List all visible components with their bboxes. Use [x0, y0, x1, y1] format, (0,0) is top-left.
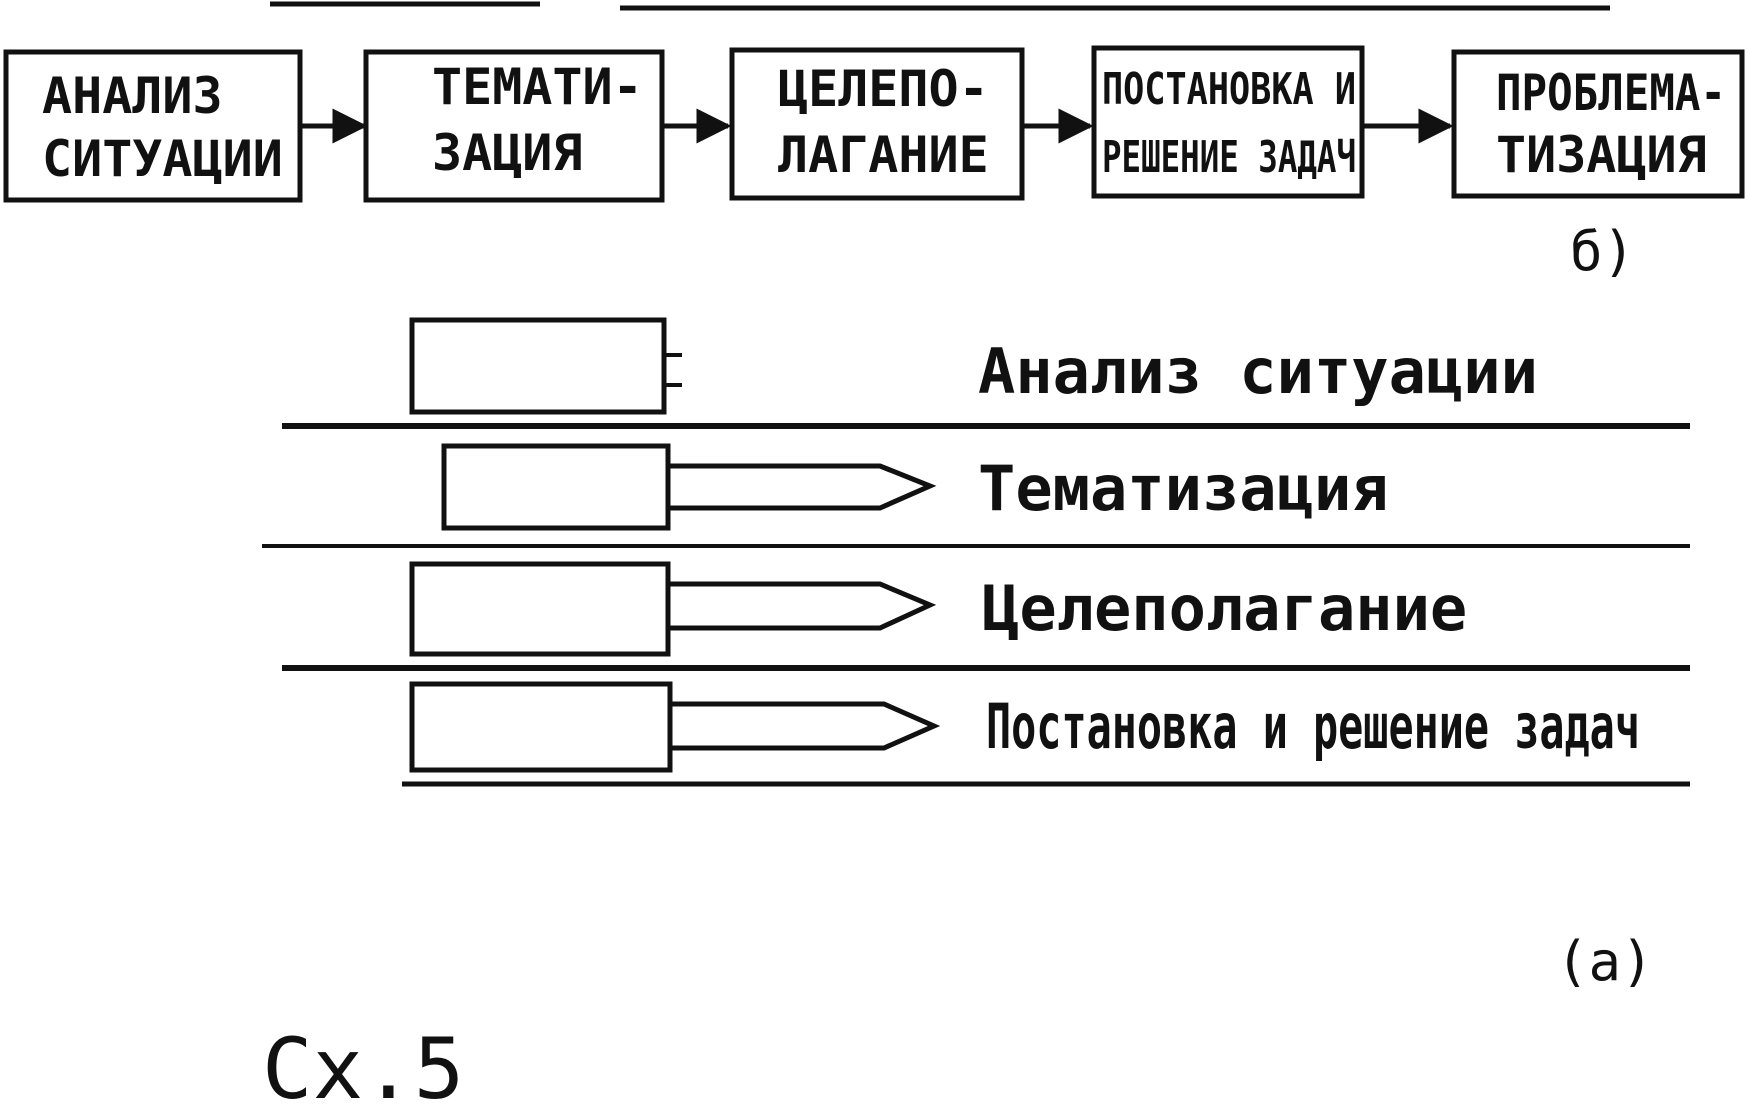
diagram-a-label: (а) — [1556, 930, 1654, 993]
flow-step-analysis: АНАЛИЗ СИТУАЦИИ — [3, 49, 303, 203]
flow-step-problematization-line2: ТИЗАЦИЯ — [1496, 126, 1707, 184]
flow-step-problem-solving: ПОСТАНОВКА И РЕШЕНИЕ ЗАДАЧ — [1091, 45, 1365, 199]
lane-goal-setting-arrow — [668, 581, 937, 631]
flow-step-thematization: ТЕМАТИ- ЗАЦИЯ — [363, 49, 665, 203]
lane-problem-solving-arrow — [670, 701, 941, 751]
flow-diagram-b: АНАЛИЗ СИТУАЦИИ ТЕМАТИ- ЗАЦИЯ ЦЕЛЕПО- ЛА… — [3, 45, 1745, 283]
top-edge-rules — [270, 1, 1610, 11]
figure-label: Сх.5 — [262, 1020, 464, 1118]
flow-step-goal-setting-line2: ЛАГАНИЕ — [778, 126, 989, 184]
lane-analysis-label: Анализ ситуации — [978, 335, 1538, 408]
flow-step-problematization-line1: ПРОБЛЕМА- — [1496, 64, 1726, 122]
lane-thematization-label: Тематизация — [978, 452, 1389, 525]
lane-analysis: Анализ ситуации — [409, 317, 1538, 415]
lane-thematization-arrow — [668, 463, 937, 511]
lane-problem-solving: Постановка и решение задач — [409, 681, 1640, 773]
lane-thematization: Тематизация — [441, 443, 1389, 531]
flow-step-thematization-line1: ТЕМАТИ- — [432, 58, 643, 116]
lane-problem-solving-label: Постановка и решение задач — [986, 690, 1640, 763]
flow-step-goal-setting: ЦЕЛЕПО- ЛАГАНИЕ — [729, 47, 1025, 201]
lane-diagram-a: Анализ ситуации Тематизация Целеполагани… — [262, 317, 1690, 993]
lane-goal-setting-label: Целеполагание — [982, 572, 1467, 645]
flow-step-problematization: ПРОБЛЕМА- ТИЗАЦИЯ — [1451, 49, 1745, 199]
lane-goal-setting: Целеполагание — [409, 561, 1467, 657]
flow-step-goal-setting-line1: ЦЕЛЕПО- — [778, 60, 989, 118]
diagram-b-label: б) — [1570, 220, 1635, 283]
flow-step-analysis-line2: СИТУАЦИИ — [42, 130, 283, 188]
flow-step-problem-solving-line1: ПОСТАНОВКА И — [1102, 64, 1356, 115]
flow-step-thematization-line2: ЗАЦИЯ — [432, 124, 583, 182]
flow-step-problem-solving-line2: РЕШЕНИЕ ЗАДАЧ — [1102, 132, 1356, 183]
flow-step-analysis-line1: АНАЛИЗ — [42, 67, 223, 125]
